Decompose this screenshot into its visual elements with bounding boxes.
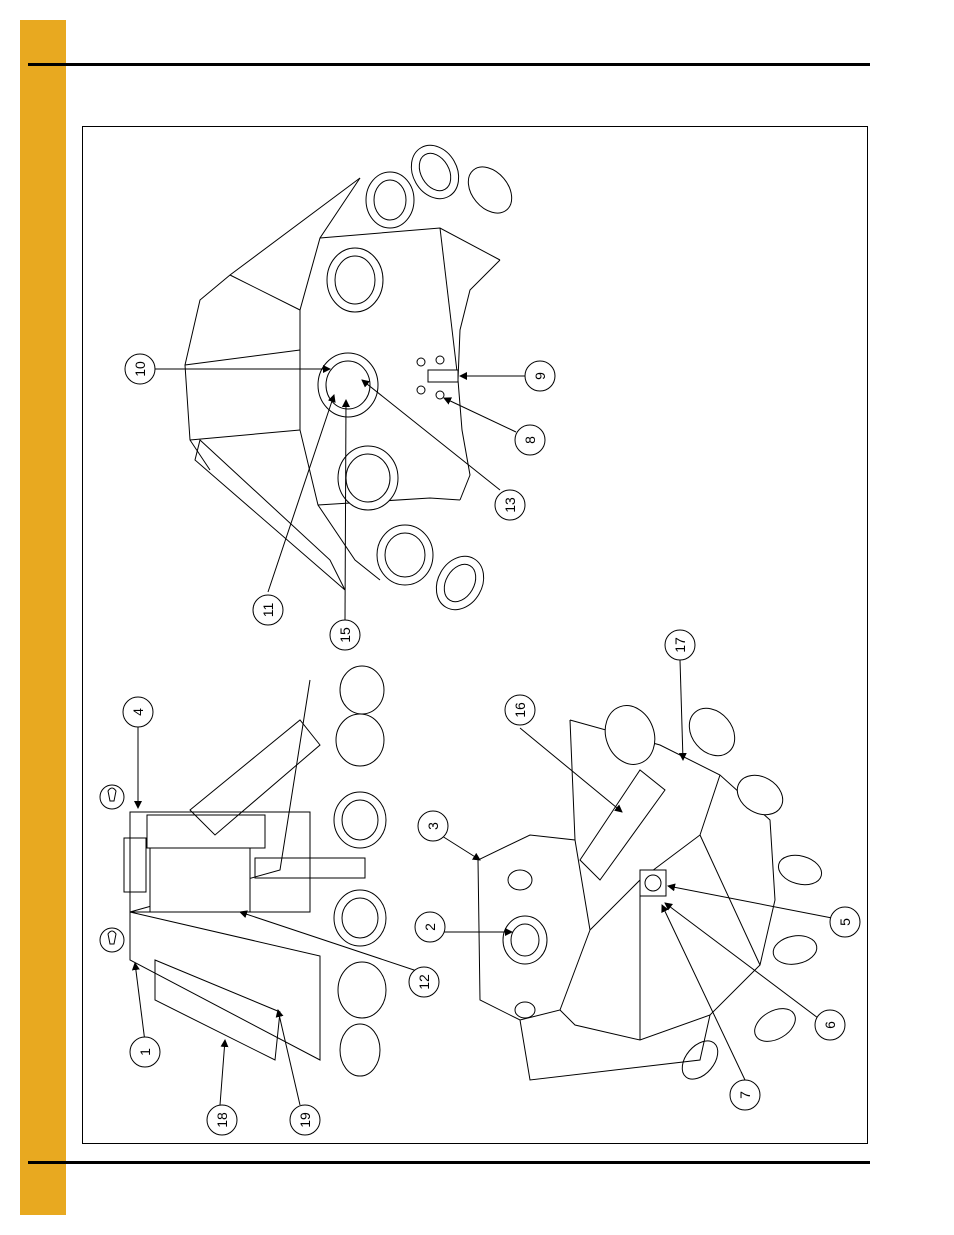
svg-text:5: 5 [837, 918, 853, 926]
svg-text:3: 3 [425, 822, 441, 830]
lower-left-assembly [100, 666, 386, 1076]
svg-text:8: 8 [522, 436, 538, 444]
callout-2: 2 [415, 912, 445, 942]
svg-text:10: 10 [132, 361, 148, 377]
svg-text:7: 7 [737, 1091, 753, 1099]
callout-1: 1 [130, 1037, 160, 1067]
callout-5: 5 [830, 907, 860, 937]
svg-text:15: 15 [337, 627, 353, 643]
callout-19: 19 [290, 1105, 320, 1135]
callout-7: 7 [730, 1080, 760, 1110]
callout-13: 13 [495, 490, 525, 520]
top-ports [318, 137, 521, 618]
callout-3: 3 [418, 811, 448, 841]
callout-9: 9 [525, 361, 555, 391]
svg-text:12: 12 [416, 974, 432, 990]
svg-text:1: 1 [137, 1048, 153, 1056]
lower-right-assembly [478, 699, 825, 1086]
svg-text:9: 9 [532, 372, 548, 380]
svg-text:16: 16 [512, 702, 528, 718]
callout-18: 18 [207, 1105, 237, 1135]
svg-text:17: 17 [672, 637, 688, 653]
svg-text:4: 4 [130, 708, 146, 716]
callout-12: 12 [409, 967, 439, 997]
svg-text:2: 2 [422, 923, 438, 931]
callout-6: 6 [815, 1010, 845, 1040]
callout-11: 11 [253, 595, 283, 625]
svg-text:6: 6 [822, 1021, 838, 1029]
svg-text:13: 13 [502, 497, 518, 513]
svg-text:19: 19 [297, 1112, 313, 1128]
callout-8: 8 [515, 425, 545, 455]
top-assembly [185, 137, 521, 618]
callout-15: 15 [330, 620, 360, 650]
svg-text:11: 11 [260, 603, 276, 618]
callout-16: 16 [505, 695, 535, 725]
callout-4: 4 [123, 697, 153, 727]
callout-10: 10 [125, 354, 155, 384]
svg-text:18: 18 [214, 1112, 230, 1128]
callout-17: 17 [665, 630, 695, 660]
